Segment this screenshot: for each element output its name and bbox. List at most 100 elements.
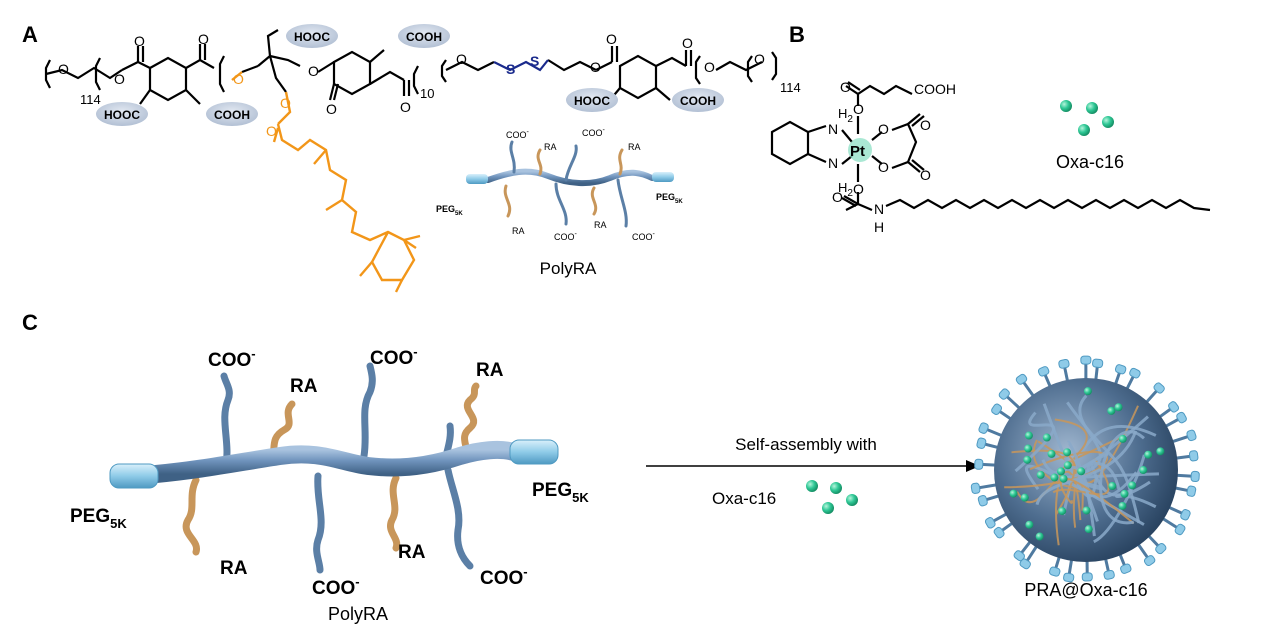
peg-cap	[1103, 569, 1115, 580]
sulfur-atom-2: S	[530, 53, 539, 69]
o-label: O	[754, 51, 765, 67]
peg-cap	[1174, 523, 1186, 536]
peg-cap	[970, 482, 981, 494]
drug-particle	[1084, 525, 1093, 534]
drug-particle	[1057, 467, 1066, 476]
o-label: O	[920, 117, 931, 133]
carbamate-h: H	[874, 219, 884, 235]
o-label: O	[832, 189, 843, 205]
peg-cap	[1015, 373, 1028, 385]
drug-particle	[1082, 506, 1091, 515]
ring-1	[148, 56, 188, 102]
cooh-label: COOH	[214, 108, 250, 122]
peg-cap	[1168, 401, 1180, 413]
peg-cap	[1049, 566, 1061, 577]
peg-cap	[1092, 358, 1104, 369]
ra-small-label: RA	[512, 226, 525, 236]
peg-cap	[1013, 550, 1025, 562]
o-label: O	[682, 35, 693, 51]
drug-particle	[1050, 473, 1059, 482]
peg-label-right: PEG5K	[532, 480, 589, 505]
o-label: O	[590, 59, 601, 75]
drug-particle	[1042, 433, 1051, 442]
cooh-group-3: HOOC	[96, 102, 148, 126]
o-label: O	[198, 31, 209, 47]
cooh-label: HOOC	[294, 30, 330, 44]
product-label: PRA@Oxa-c16	[1024, 580, 1147, 600]
ra-label: RA	[220, 558, 248, 579]
peg-cap	[1180, 509, 1191, 521]
peg-small-label: PEG5K	[656, 192, 683, 205]
drug-particle	[1120, 489, 1129, 498]
o-label: O	[878, 121, 889, 137]
panel-label-a: A	[22, 22, 38, 47]
ra-small-label: RA	[544, 142, 557, 152]
cooh-label: COOH	[406, 30, 442, 44]
drug-particle	[1036, 470, 1045, 479]
o-label: O	[853, 101, 864, 117]
peg-small-label: PEG5K	[436, 204, 463, 217]
drug-particle	[1023, 455, 1032, 464]
coo-label: COO-	[480, 564, 528, 589]
panel-b-structure	[770, 81, 1211, 212]
peg-cap	[1186, 429, 1197, 442]
retinoid-link-o: O	[280, 95, 291, 111]
drug-particle	[1063, 448, 1072, 457]
platinum-label: Pt	[850, 143, 865, 160]
oxa-c16-particles-b	[1060, 100, 1114, 136]
peg-cap	[1080, 355, 1092, 365]
peg-cap	[1190, 470, 1200, 482]
drug-particle	[1035, 532, 1044, 541]
arrow-oxa-label: Oxa-c16	[712, 489, 776, 508]
encapsulated-drug	[1009, 387, 1165, 541]
cooh-label: HOOC	[104, 108, 140, 122]
o-label: O	[58, 61, 69, 77]
peg-cap	[1188, 450, 1199, 462]
drug-particle	[1025, 520, 1034, 529]
drug-particle	[1083, 387, 1092, 396]
drug-particle	[1060, 100, 1072, 112]
o-label: O	[400, 99, 411, 115]
coo-label: COO-	[312, 574, 360, 599]
peg-cap	[984, 517, 996, 529]
ring-2	[332, 50, 372, 96]
o-label: O	[853, 181, 864, 197]
peg-block-left-large	[109, 463, 159, 489]
coo-small-label: COO-	[632, 231, 656, 242]
peg-cap	[978, 422, 989, 434]
cooh-group-5: HOOC	[566, 88, 618, 112]
coo-small-label: COO-	[554, 231, 578, 242]
peg-cap	[977, 494, 988, 507]
coo-label: COO-	[370, 344, 418, 369]
drug-particle	[1107, 406, 1116, 415]
peg-cap	[1176, 411, 1187, 424]
drug-particle	[1139, 466, 1148, 475]
drug-particle	[1128, 481, 1137, 490]
sulfur-atom-1: S	[506, 61, 515, 77]
peg-block-right	[652, 172, 674, 182]
self-assembly-arrow	[646, 460, 980, 472]
drug-particle	[806, 480, 818, 492]
polymer-strand	[1064, 394, 1102, 480]
panel-label-b: B	[789, 22, 805, 47]
peg-block-right-large	[509, 439, 559, 465]
o-label: O	[308, 63, 319, 79]
left-peg-bracket-close	[94, 57, 101, 91]
peg-repeat-right: 114	[780, 80, 801, 95]
drug-particle	[830, 482, 842, 494]
drug-particle	[1063, 461, 1072, 470]
ra-label: RA	[290, 376, 318, 397]
retinoid-ester-o: O	[233, 71, 244, 87]
polyra-large-title: PolyRA	[328, 604, 388, 624]
retinoid-carbonyl-o: O	[266, 123, 277, 139]
amine-n-top: N	[828, 121, 838, 137]
peg-cap	[1063, 572, 1075, 583]
drug-particle	[1156, 447, 1165, 456]
cooh-label: COOH	[680, 94, 716, 108]
drug-particle	[1118, 434, 1127, 443]
peg-cap	[1155, 542, 1167, 555]
o-label: O	[134, 33, 145, 49]
drug-particle	[1144, 450, 1153, 459]
o-label: O	[606, 31, 617, 47]
